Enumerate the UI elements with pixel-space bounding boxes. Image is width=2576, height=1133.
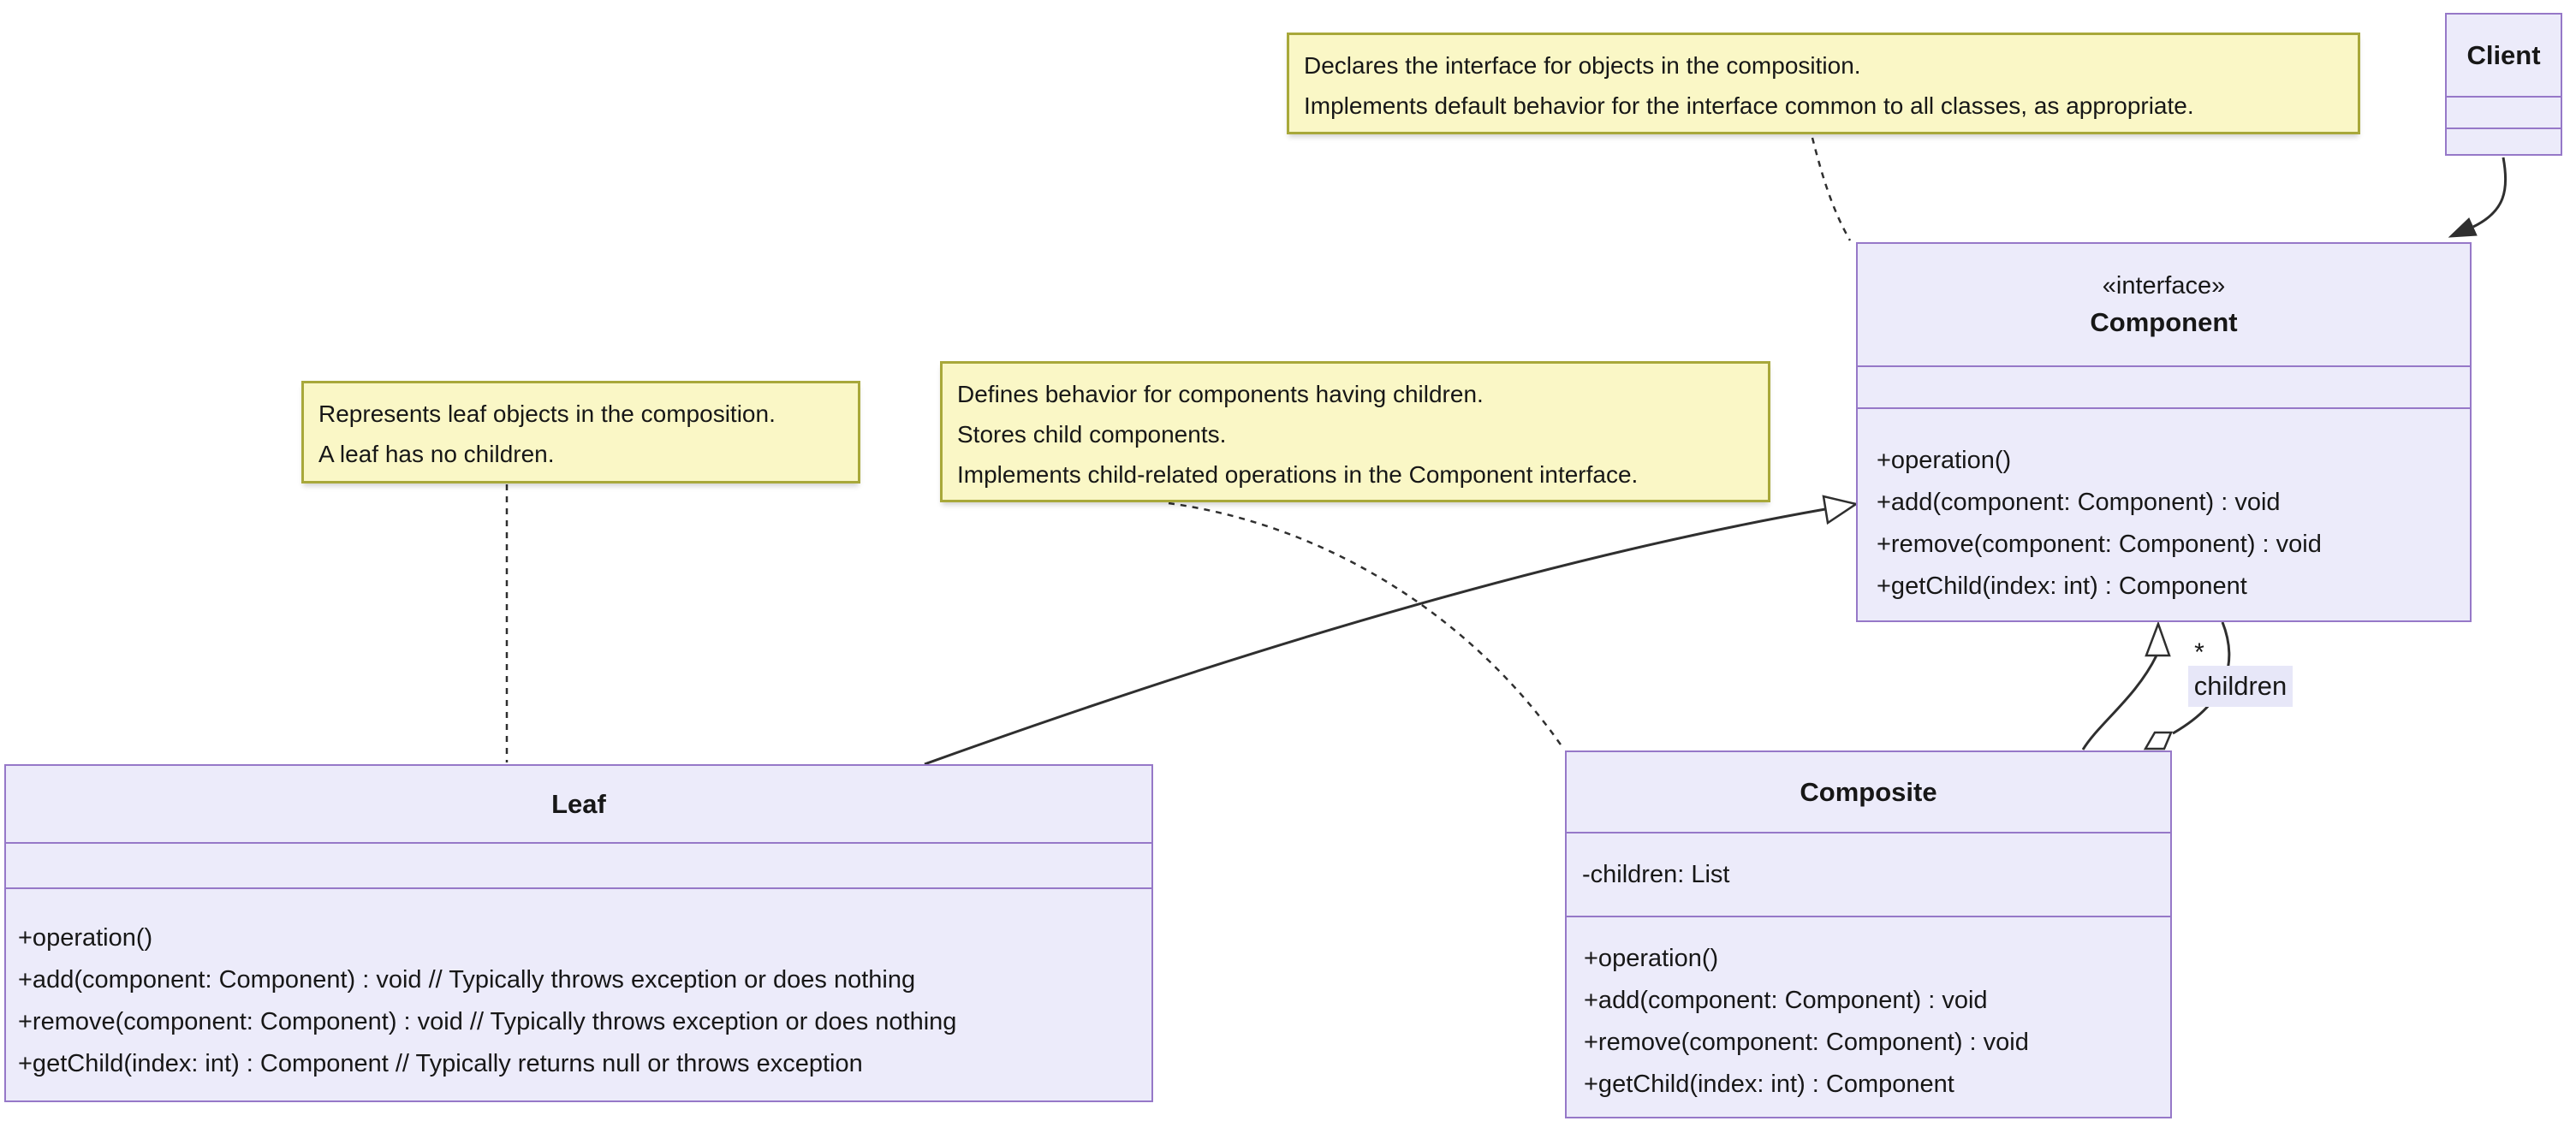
note-composite-line: Defines behavior for components having c… [957,381,1484,407]
class-component-attributes [1858,365,2470,407]
children-aggregation-diamond-icon [2143,731,2173,750]
class-component: «interface» Component +operation() +add(… [1856,242,2472,622]
class-client-title: Client [2447,15,2561,96]
class-leaf-method: +remove(component: Component) : void // … [18,1008,957,1035]
leaf-generalization-triangle-icon [1822,495,1859,525]
class-component-methods: +operation() +add(component: Component) … [1858,407,2470,620]
class-composite-title: Composite [1567,752,2170,832]
class-component-method: +add(component: Component) : void [1877,489,2281,516]
children-multiplicity-label: * [2194,638,2204,667]
class-leaf-method: +getChild(index: int) : Component // Typ… [18,1050,863,1077]
class-leaf-title: Leaf [6,766,1151,842]
note-composite-line: Implements child-related operations in t… [957,461,1639,488]
class-leaf-methods: +operation() +add(component: Component) … [6,887,1151,1100]
class-composite: Composite -children: List +operation() +… [1565,750,2172,1118]
class-component-method: +remove(component: Component) : void [1877,531,2322,558]
client-component-arrowhead-icon [2448,217,2478,238]
client-component-edge [2472,157,2508,228]
class-composite-method: +add(component: Component) : void [1584,987,1988,1014]
leaf-generalization-edge [924,507,1826,766]
class-component-method: +getChild(index: int) : Component [1877,572,2247,600]
class-component-name: Component [2090,307,2238,337]
class-leaf-attributes [6,842,1151,887]
class-leaf-method: +operation() [18,924,153,952]
class-composite-attribute: -children: List [1582,860,1730,888]
class-leaf: Leaf +operation() +add(component: Compon… [4,764,1153,1102]
class-client-attributes [2447,96,2561,128]
note-component-line: Declares the interface for objects in th… [1304,52,1861,79]
class-composite-name: Composite [1800,776,1937,807]
class-composite-methods: +operation() +add(component: Component) … [1567,916,2170,1117]
composite-note-anchor-line [1168,501,1564,748]
class-composite-method: +getChild(index: int) : Component [1584,1071,1954,1098]
class-leaf-name: Leaf [551,788,606,819]
class-component-method: +operation() [1877,447,2012,474]
component-note-anchor-line [1811,137,1852,241]
class-component-title: «interface» Component [1858,244,2470,365]
class-client: Client [2445,13,2562,156]
note-composite: Defines behavior for components having c… [940,361,1770,502]
composite-generalization-triangle-icon [2145,620,2171,657]
note-leaf: Represents leaf objects in the compositi… [301,381,860,483]
class-composite-method: +remove(component: Component) : void [1584,1029,2029,1056]
note-component-line: Implements default behavior for the inte… [1304,92,2194,119]
class-component-stereotype: «interface» [2102,272,2226,300]
class-leaf-method: +add(component: Component) : void // Typ… [18,966,916,994]
composite-generalization-edge [2081,655,2158,750]
class-client-methods [2447,128,2561,154]
note-component: Declares the interface for objects in th… [1287,33,2360,134]
note-leaf-line: Represents leaf objects in the compositi… [318,400,776,427]
class-composite-method: +operation() [1584,945,1719,972]
note-leaf-line: A leaf has no children. [318,441,555,467]
note-composite-line: Stores child components. [957,421,1227,448]
children-edge-label: children [2188,666,2293,707]
class-client-name: Client [2466,39,2541,70]
class-composite-attributes: -children: List [1567,832,2170,916]
